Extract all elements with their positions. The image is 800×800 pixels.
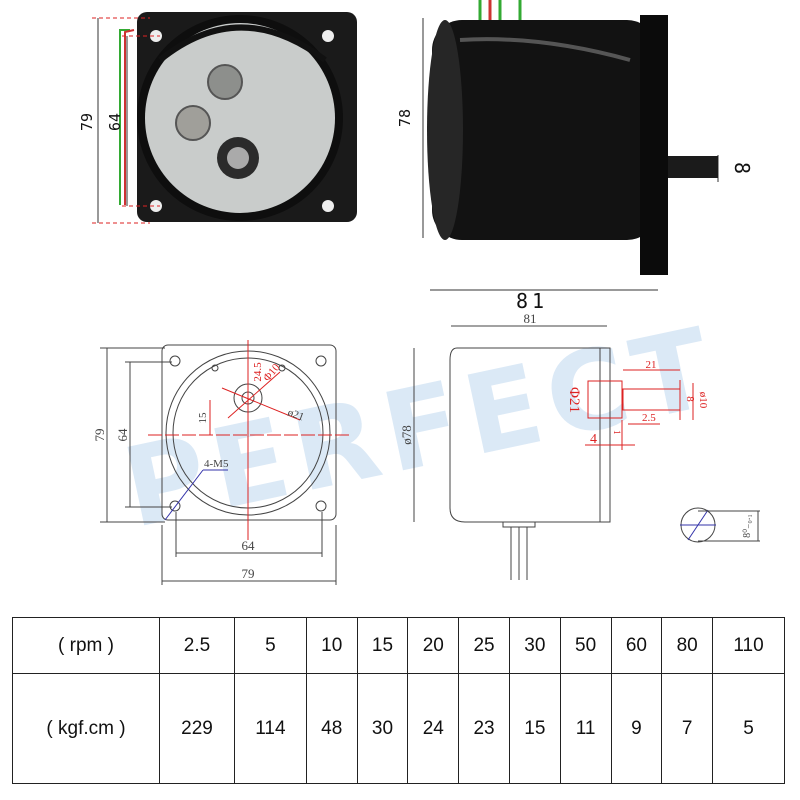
shaft-offset-dim: 15	[197, 412, 209, 424]
mount-holes-label: 4-M5	[204, 458, 229, 470]
motor-side-photo	[427, 0, 718, 275]
front-height-dim: 79	[92, 429, 107, 442]
torque-cell: 23	[458, 673, 510, 784]
rpm-cell: 25	[458, 617, 510, 674]
rpm-cell: 15	[356, 617, 409, 674]
body-dia-dim: ø78	[399, 425, 414, 445]
boss-dia-side-dim: Φ21	[566, 387, 582, 413]
rpm-cell: 30	[508, 617, 561, 674]
flat-tolerance-dim: 8⁰₋₀.₁	[742, 514, 753, 538]
photo-dimension-lines	[92, 17, 719, 291]
shaft-length-dim: 21	[646, 359, 657, 371]
rpm-cell: 10	[305, 617, 358, 674]
rpm-row: ( rpm ) 2.5 5 10 15 20 25 30 50 60 80 11…	[12, 617, 785, 674]
torque-cell: 11	[559, 673, 612, 784]
torque-cell: 5	[712, 673, 785, 784]
photo-height-label: 79	[78, 113, 96, 131]
motor-back-photo	[119, 12, 357, 222]
torque-cell: 15	[508, 673, 561, 784]
boss-height-dim: 24.5	[252, 362, 264, 382]
product-figure: 79 64 78 8 81 PERFECT 79 64 64 79 15 24.…	[78, 0, 760, 585]
rpm-cell: 110	[712, 617, 785, 674]
torque-cell: 48	[305, 673, 358, 784]
torque-cell: 114	[234, 673, 307, 784]
front-width-dim: 79	[242, 566, 255, 581]
front-hole-v-dim: 64	[115, 428, 130, 442]
step-dim: 2.5	[642, 412, 656, 424]
rpm-cell: 50	[559, 617, 612, 674]
flat-dim: 8	[684, 396, 696, 402]
shaft-dia-side-dim: ø10	[697, 392, 709, 409]
rpm-cell: 80	[661, 617, 714, 674]
torque-cell: 229	[158, 673, 236, 784]
rpm-cell: 60	[610, 617, 663, 674]
speed-torque-table: ( rpm ) 2.5 5 10 15 20 25 30 50 60 80 11…	[12, 617, 785, 784]
rpm-cell: 2.5	[158, 617, 236, 674]
torque-row: ( kgf.cm ) 229 114 48 30 24 23 15 11 9 7…	[12, 673, 785, 784]
torque-label: ( kgf.cm )	[12, 673, 160, 784]
rpm-cell: 20	[407, 617, 460, 674]
watermark-logo: PERFECT	[113, 302, 729, 552]
torque-cell: 7	[661, 673, 714, 784]
torque-cell: 30	[356, 673, 409, 784]
boss-dia-dim: ø21	[286, 407, 306, 424]
photo-length-label: 81	[516, 289, 548, 313]
side-length-dim: 81	[524, 311, 537, 326]
small-dim: 1	[612, 430, 622, 435]
photo-diameter-label: 78	[396, 109, 414, 127]
rpm-label: ( rpm )	[12, 617, 160, 674]
torque-cell: 9	[610, 673, 663, 784]
side-view-drawing	[413, 325, 760, 580]
photo-hole-spacing-label: 64	[106, 113, 124, 131]
front-view-drawing	[100, 340, 350, 585]
front-hole-h-dim: 64	[242, 538, 256, 553]
torque-cell: 24	[407, 673, 460, 784]
rpm-cell: 5	[234, 617, 307, 674]
photo-shaft-label: 8	[730, 162, 754, 174]
boss-len-dim: 4	[590, 432, 597, 447]
